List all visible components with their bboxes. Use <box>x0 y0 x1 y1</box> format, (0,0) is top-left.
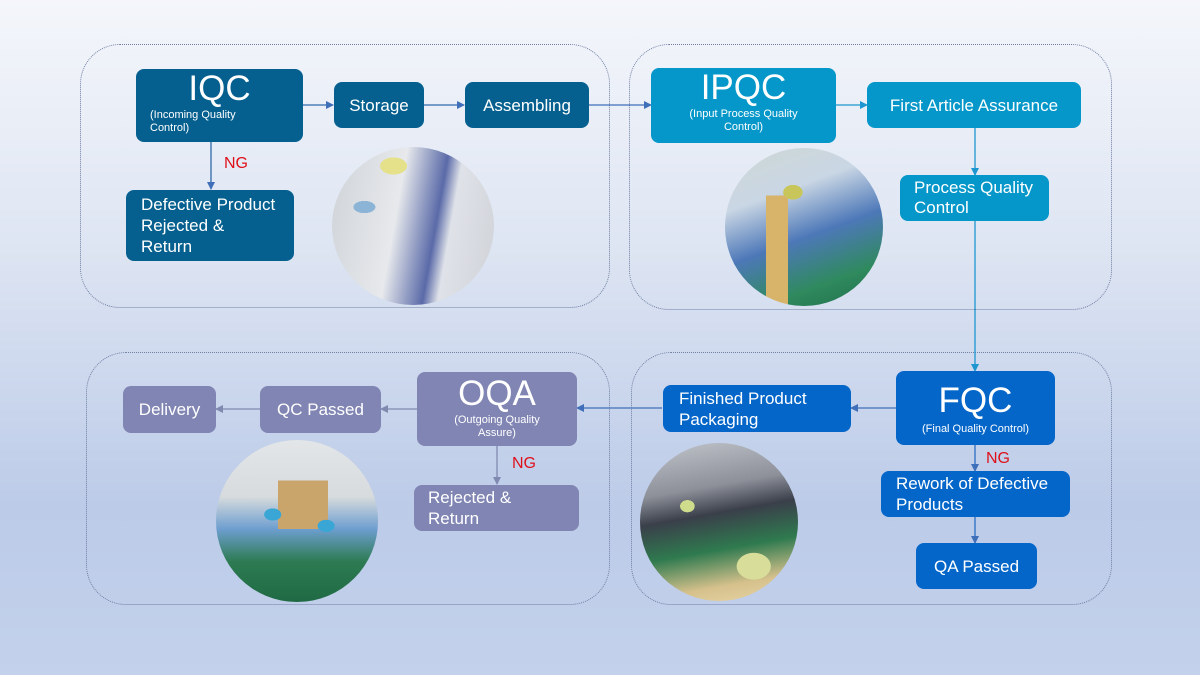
oqa-title: OQA <box>458 374 536 413</box>
packaging-box[interactable]: Finished Product Packaging <box>663 385 851 432</box>
rework-label: Rework of Defective Products <box>896 474 1049 514</box>
qa-passed-box[interactable]: QA Passed <box>916 543 1037 589</box>
oqa-subtitle: (Outgoing Quality Assure) <box>454 414 540 439</box>
storage-label: Storage <box>349 95 409 115</box>
iqc-title: IQC <box>188 69 251 108</box>
iqc-panel <box>80 44 610 308</box>
ipqc-photo <box>725 148 883 306</box>
defective-rejected-box[interactable]: Defective Product Rejected & Return <box>126 190 294 261</box>
oqa-rejected-label: Rejected & Return <box>428 488 512 528</box>
iqc-box[interactable]: IQC (Incoming Quality Control) <box>136 69 303 142</box>
iqc-subtitle: (Incoming Quality Control) <box>150 109 236 134</box>
fqc-panel <box>631 352 1112 605</box>
fqc-photo <box>640 443 798 601</box>
ipqc-box[interactable]: IPQC (Input Process Quality Control) <box>651 68 836 143</box>
qa-passed-label: QA Passed <box>933 556 1020 576</box>
oqa-photo <box>216 440 378 602</box>
process-qc-box[interactable]: Process Quality Control <box>900 175 1049 221</box>
qc-passed-label: QC Passed <box>277 400 364 419</box>
assembling-box[interactable]: Assembling <box>465 82 589 128</box>
oqa-box[interactable]: OQA (Outgoing Quality Assure) <box>417 372 577 446</box>
fqc-ng-label: NG <box>986 450 1010 467</box>
fqc-box[interactable]: FQC (Final Quality Control) <box>896 371 1055 445</box>
defective-rejected-label: Defective Product Rejected & Return <box>141 195 276 256</box>
oqa-panel <box>86 352 610 605</box>
delivery-box[interactable]: Delivery <box>123 386 216 433</box>
delivery-label: Delivery <box>138 400 201 419</box>
fqc-subtitle: (Final Quality Control) <box>922 423 1029 435</box>
rework-box[interactable]: Rework of Defective Products <box>881 471 1070 517</box>
packaging-label: Finished Product Packaging <box>679 388 807 429</box>
ipqc-title: IPQC <box>700 68 787 107</box>
first-article-box[interactable]: First Article Assurance <box>867 82 1081 128</box>
iqc-photo <box>332 147 494 305</box>
process-qc-label: Process Quality Control <box>914 178 1034 217</box>
iqc-ng-label: NG <box>224 155 248 172</box>
ipqc-subtitle: (Input Process Quality Control) <box>689 108 798 133</box>
storage-box[interactable]: Storage <box>334 82 424 128</box>
fqc-title: FQC <box>938 381 1013 420</box>
qc-passed-box[interactable]: QC Passed <box>260 386 381 433</box>
ipqc-panel <box>629 44 1112 310</box>
oqa-ng-label: NG <box>512 455 536 472</box>
oqa-rejected-box[interactable]: Rejected & Return <box>414 485 579 531</box>
first-article-label: First Article Assurance <box>889 95 1059 115</box>
assembling-label: Assembling <box>483 95 571 115</box>
